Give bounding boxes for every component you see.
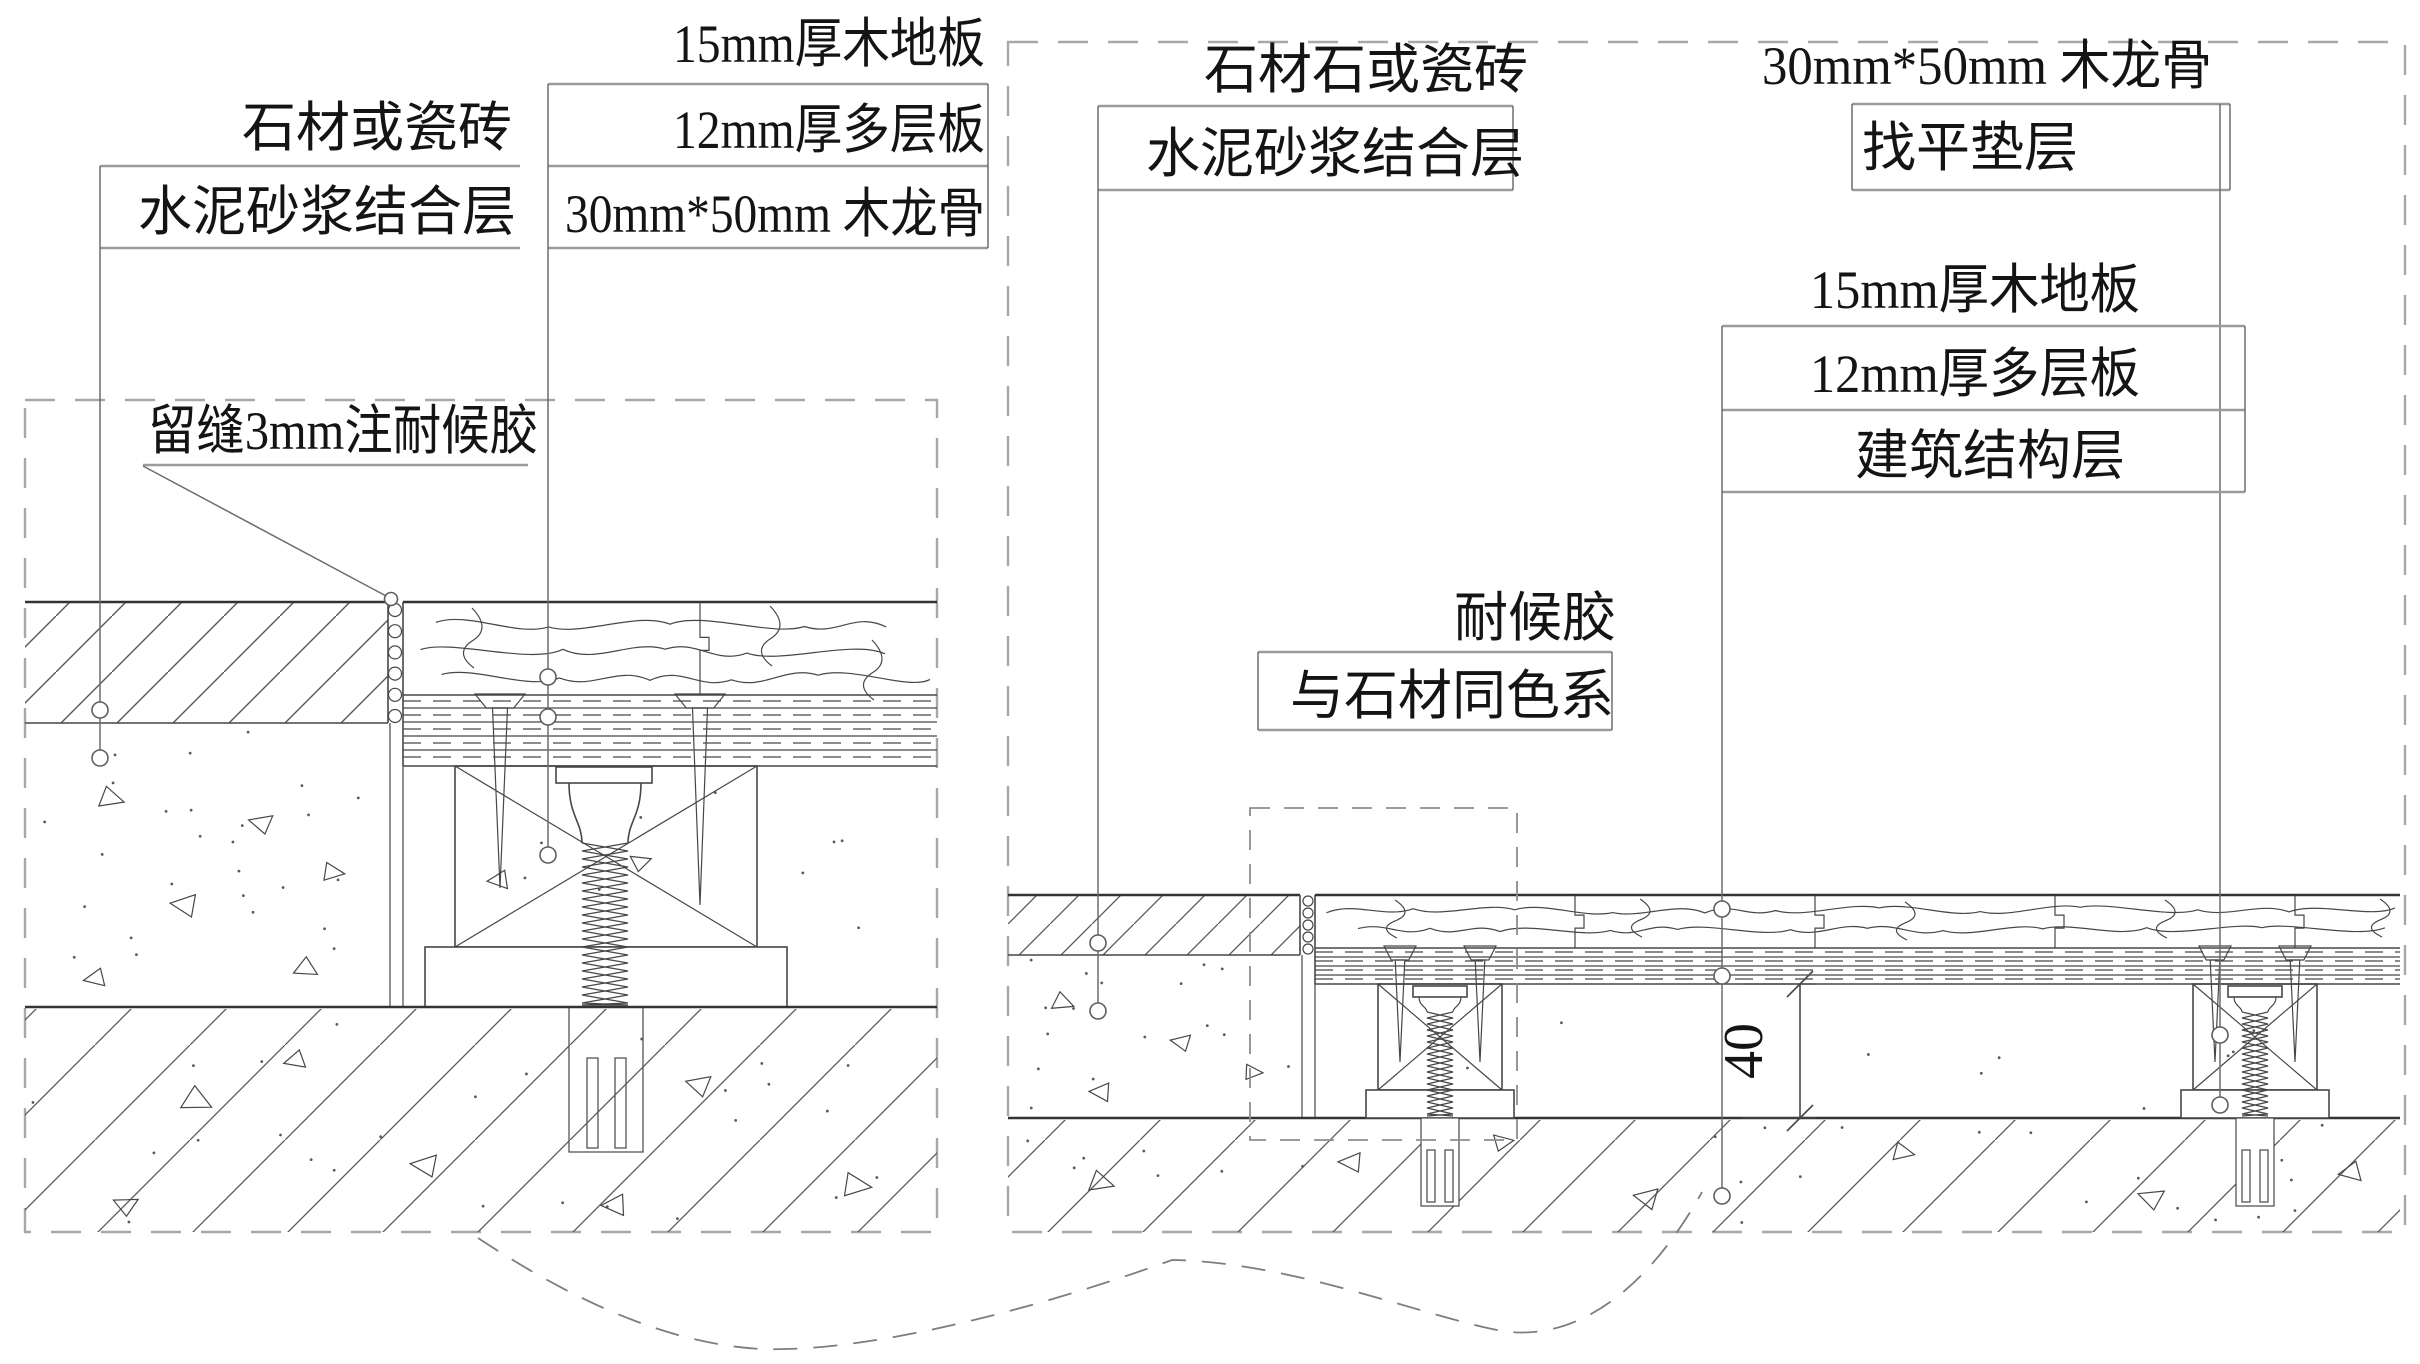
right-sealant-joint <box>1302 895 1314 955</box>
label-right-wood-joist: 30mm*50mm 木龙骨 <box>1762 36 2212 96</box>
label-left-wood-joist: 30mm*50mm 木龙骨 <box>565 184 985 244</box>
right-slab-texture <box>1026 1123 2362 1224</box>
label-left-plywood: 12mm厚多层板 <box>673 100 985 160</box>
right-joist-supports <box>1365 945 2330 1207</box>
left-floor-joints <box>699 602 710 695</box>
label-left-sealant-gap: 留缝3mm注耐候胶 <box>148 401 538 461</box>
left-structural-slab <box>25 1009 937 1232</box>
right-structural-slab <box>1008 1120 2400 1232</box>
left-screw-threads <box>581 842 629 1006</box>
right-annotations: 石材石或瓷砖 水泥砂浆结合层 30mm*50mm 木龙骨 找平垫层 15mm厚木… <box>1089 36 2246 1205</box>
left-floor-nails <box>473 693 727 906</box>
right-plywood-layer <box>1315 951 2400 980</box>
right-detail-break-border <box>1006 40 2407 1234</box>
left-annotations: 15mm厚木地板 石材或瓷砖 12mm厚多层板 水泥砂浆结合层 30mm*50m… <box>91 14 989 864</box>
left-leveling-plate <box>424 946 788 1008</box>
label-right-structural-layer: 建筑结构层 <box>1855 426 2125 486</box>
right-mortar-texture <box>1029 958 2256 1110</box>
joist-support <box>1365 945 1515 1207</box>
left-stone-tile-layer <box>25 602 388 723</box>
label-right-sealant: 耐候胶 <box>1454 588 1616 648</box>
joist-support <box>2180 945 2330 1207</box>
joint-callout-box <box>1249 807 1518 1141</box>
label-left-cement-mortar: 水泥砂浆结合层 <box>138 182 516 242</box>
left-screw-cap <box>555 766 653 784</box>
label-left-wood-floor: 15mm厚木地板 <box>673 14 985 74</box>
label-right-leveling-pad: 找平垫层 <box>1862 118 2078 178</box>
break-wave-line <box>477 1191 1703 1351</box>
left-wood-grain <box>420 605 931 701</box>
label-right-wood-floor: 15mm厚木地板 <box>1810 260 2140 320</box>
right-detail: 40 石材石或瓷砖 水泥砂浆结合层 30mm*50mm 木龙骨 找平垫层 <box>1006 36 2407 1234</box>
cavity-dimension: 40 <box>1713 970 1816 1132</box>
left-detail: 15mm厚木地板 石材或瓷砖 12mm厚多层板 水泥砂浆结合层 30mm*50m… <box>23 14 989 1234</box>
left-mortar-texture <box>43 730 860 987</box>
left-plywood-layer <box>403 700 937 758</box>
right-floor-joints <box>1574 895 2305 948</box>
label-left-stone-or-tile: 石材或瓷砖 <box>242 98 512 158</box>
label-right-plywood: 12mm厚多层板 <box>1810 344 2140 404</box>
left-sealant-joint <box>387 602 403 724</box>
dimension-40: 40 <box>1713 1023 1775 1079</box>
right-stone-tile-layer <box>1008 895 1300 955</box>
right-wood-grain <box>1326 898 2396 941</box>
label-right-stone-or-tile: 石材石或瓷砖 <box>1204 40 1528 100</box>
label-right-cement-mortar: 水泥砂浆结合层 <box>1146 124 1524 184</box>
label-right-sealant-color: 与石材同色系 <box>1290 666 1614 726</box>
left-slab-texture <box>31 1022 879 1224</box>
